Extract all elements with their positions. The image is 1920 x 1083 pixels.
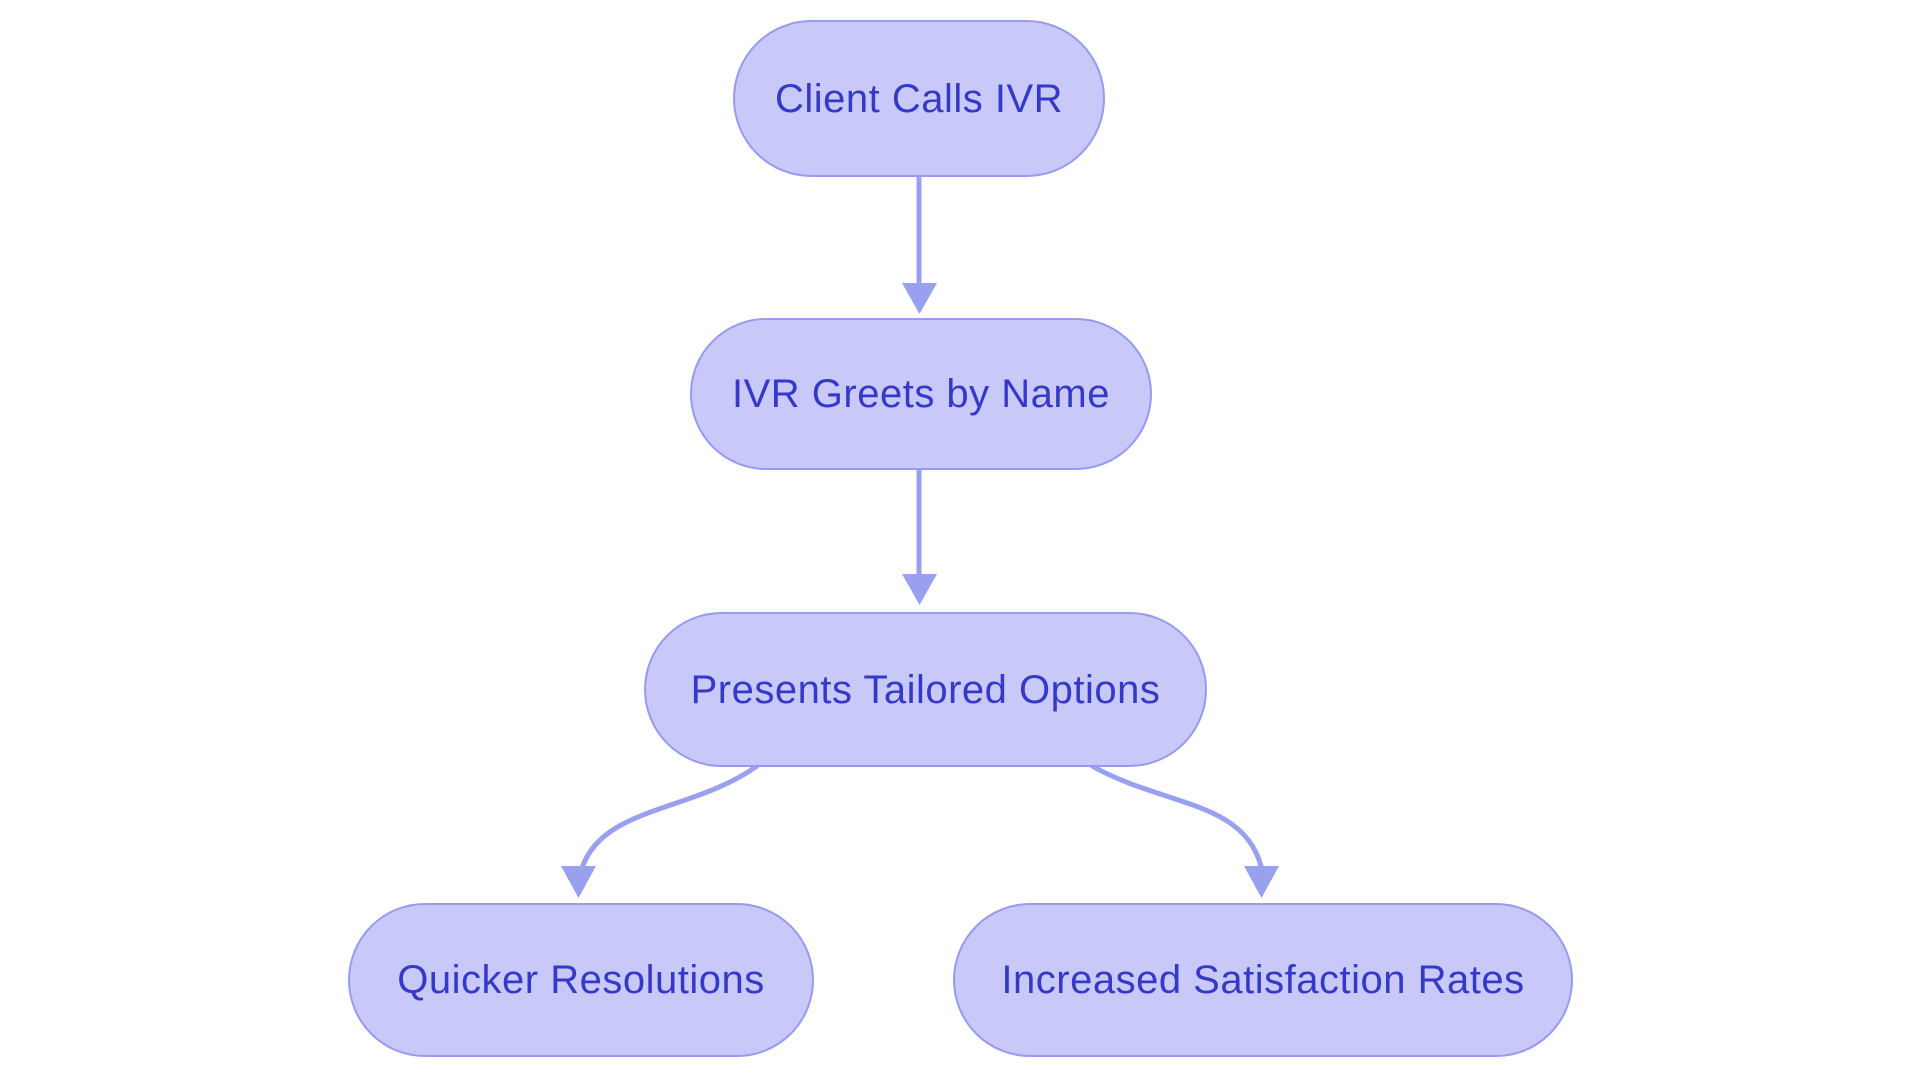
node-label: IVR Greets by Name xyxy=(731,372,1110,416)
arrowhead-down-icon xyxy=(1244,866,1279,898)
edge-ivr-greets-by-name-to-presents-tailored-options xyxy=(902,466,937,605)
flow-node-presents-tailored-options: Presents Tailored Options xyxy=(644,612,1207,767)
node-label: Presents Tailored Options xyxy=(690,667,1161,712)
edge-presents-tailored-options-to-quicker-resolutions xyxy=(561,763,760,898)
flow-node-quicker-resolutions: Quicker Resolutions xyxy=(348,903,814,1057)
edge-client-calls-ivr-to-ivr-greets-by-name xyxy=(902,173,937,314)
arrowhead-down-icon xyxy=(561,866,596,898)
node-label: Increased Satisfaction Rates xyxy=(1001,958,1525,1002)
flow-node-client-calls-ivr: Client Calls IVR xyxy=(733,20,1105,177)
node-label: Quicker Resolutions xyxy=(397,958,765,1002)
node-label: Client Calls IVR xyxy=(774,76,1064,121)
arrowhead-down-icon xyxy=(902,283,937,314)
arrowhead-down-icon xyxy=(902,574,937,605)
flow-node-ivr-greets-by-name: IVR Greets by Name xyxy=(690,318,1152,470)
edge-presents-tailored-options-to-increased-satisfaction-rates xyxy=(1089,763,1279,898)
flow-node-increased-satisfaction-rates: Increased Satisfaction Rates xyxy=(953,903,1573,1057)
